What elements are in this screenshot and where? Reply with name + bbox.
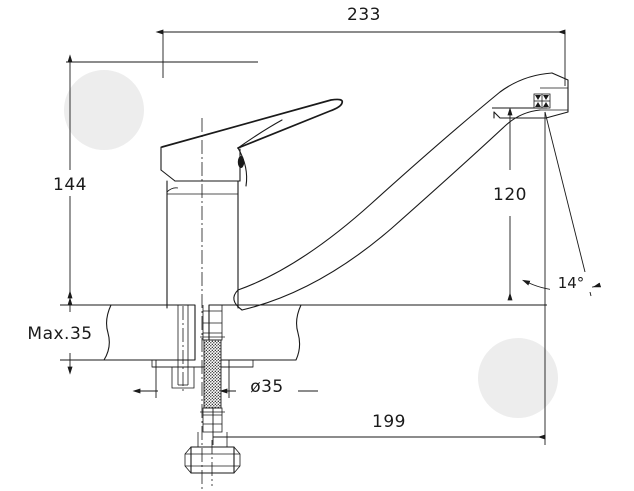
flexible-hose [200,305,225,433]
cartridge-housing [160,146,245,182]
dimension-label-spout-height: 120 [493,185,527,205]
dimension-label-outlet-angle: 14° [558,274,585,292]
dimension-overall-height: 144 [40,54,258,306]
dimension-label-overall-height: 144 [53,175,87,195]
counter-deck-section [103,304,492,361]
mounting-stud [171,305,195,392]
swivel-spout [233,72,553,311]
dimension-label-max-deck-thickness: Max.35 [27,324,92,344]
dimension-mounting-hole: ø35 [132,360,318,398]
watermark-logo-left [64,70,144,150]
dimension-label-mounting-hole: ø35 [250,377,284,397]
aerator-outlet [493,72,569,119]
body-column [166,180,239,309]
watermark-logo-right [478,338,558,418]
dimension-label-spout-reach: 199 [372,412,406,432]
dimension-spout-reach: 199 [212,300,546,445]
lever-handle [161,98,344,187]
dimension-overall-width: 233 [155,5,566,86]
hose-connection-nut [184,432,241,486]
dimension-outlet-angle: 14° [521,111,602,300]
dimension-label-overall-width: 233 [347,5,381,25]
dimension-max-deck-thickness: Max.35 [14,290,106,375]
dimension-spout-height: 120 [274,107,547,306]
mounting-flange [151,360,254,368]
